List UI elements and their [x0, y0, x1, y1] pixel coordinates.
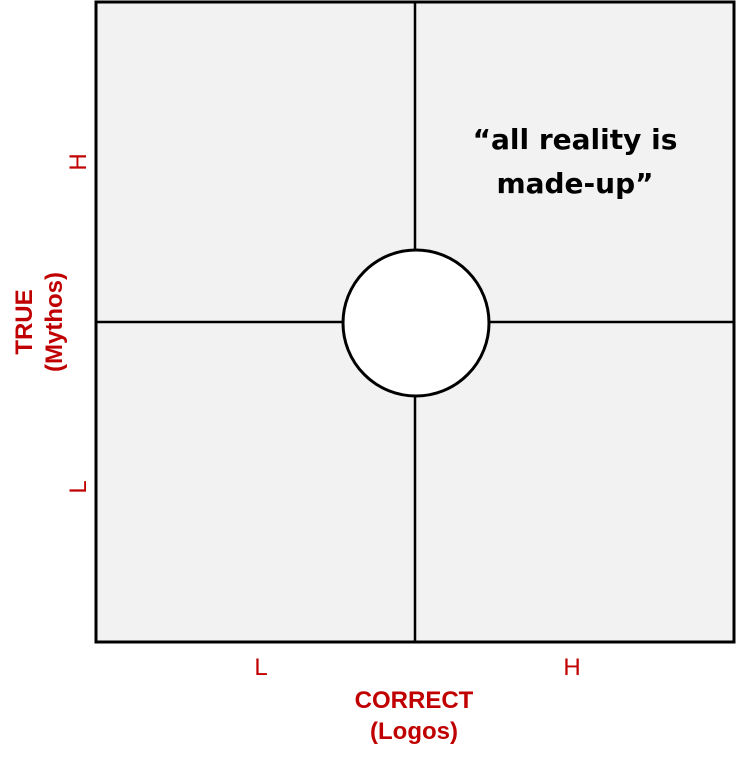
x-axis-title: CORRECT (Logos)	[355, 685, 474, 747]
x-axis-title-main: CORRECT	[354, 687, 474, 714]
y-axis-title-main: TRUE	[11, 289, 38, 355]
y-axis-title-sub: (Mythos)	[41, 272, 68, 372]
x-axis-title-sub: (Logos)	[370, 718, 458, 745]
y-tick-low: L	[65, 480, 92, 493]
center-circle	[341, 248, 491, 398]
quote-line-1: “all reality is	[473, 123, 678, 156]
y-axis-title: TRUE (Mythos)	[10, 272, 70, 372]
x-tick-high: H	[563, 654, 580, 681]
y-tick-high: H	[65, 153, 92, 170]
quote-line-2: made-up”	[496, 167, 653, 200]
x-tick-low: L	[254, 654, 267, 681]
